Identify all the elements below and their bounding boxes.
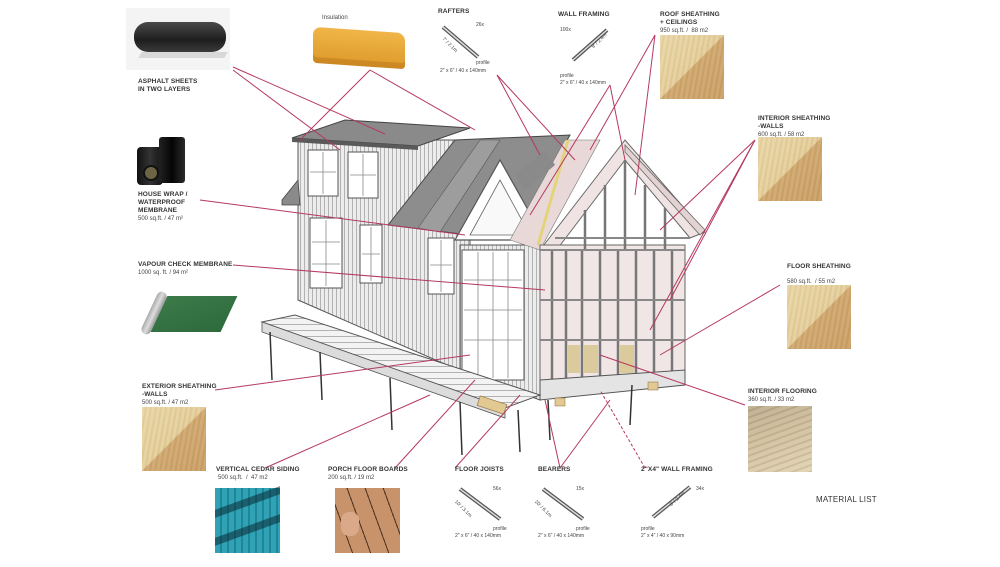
roof-sheathing-qty: 950 sq.ft. / 88 m2 (660, 28, 709, 34)
wall-framing-profile: 2" x 6" / 40 x 140mm (560, 80, 607, 86)
interior-flooring-qty: 360 sq.ft. / 33 m2 (748, 397, 795, 403)
floor-joists-label: FLOOR JOISTS (455, 466, 504, 473)
bearers-label: BEARERS (538, 466, 571, 473)
wall-framing-2x4-profile: 2" x 4" / 40 x 90mm (641, 533, 685, 539)
porch-floor-boards-label: PORCH FLOOR BOARDS (328, 466, 408, 473)
interior-flooring-swatch (748, 406, 812, 472)
vapour-check-qty: 1000 sq. ft. / 94 m² (138, 270, 189, 276)
interior-flooring-label: INTERIOR FLOORING (748, 388, 817, 395)
rafters-profile: 2" x 6" / 40 x 140mm (440, 68, 487, 74)
floor-joists-count: 56x (493, 486, 502, 492)
wall-framing-label: WALL FRAMING (558, 11, 610, 18)
house-wrap-qty: 500 sq.ft. / 47 m² (138, 216, 184, 222)
house-illustration (260, 119, 706, 456)
vertical-cedar-siding-label: VERTICAL CEDAR SIDING (216, 466, 300, 473)
rafters-count: 26x (476, 22, 485, 28)
house-wrap-image (137, 135, 187, 185)
leader-lines (199, 34, 781, 469)
floor-joists-profile: 2" x 6" / 40 x 140mm (455, 533, 502, 539)
cedar-siding-swatch (215, 486, 280, 553)
wall-framing-count: 100x (560, 27, 571, 33)
insulation-batt-image (313, 26, 405, 70)
vapour-check-label: VAPOUR CHECK MEMBRANE (138, 261, 233, 268)
asphalt-roll-image (126, 8, 230, 70)
lumber-icon (441, 25, 480, 59)
wall-framing-2x4-count: 34x (696, 486, 705, 492)
floor-sheathing-qty: 580 sq.ft. / 55 m2 (787, 279, 836, 285)
interior-sheathing-walls-swatch (758, 137, 822, 201)
vapour-membrane-image (139, 290, 238, 340)
lumber-icon (651, 485, 692, 519)
bearers-profile: 2" x 6" / 40 x 140mm (538, 533, 585, 539)
interior-sheathing-walls-label: INTERIOR SHEATHING -WALLS (758, 115, 831, 130)
exterior-sheathing-walls-swatch (142, 407, 206, 471)
wall-framing-profile-label: profile (560, 73, 574, 79)
floor-sheathing-label: FLOOR SHEATHING (787, 263, 851, 270)
lumber-icon (571, 28, 609, 62)
roof-sheathing-swatch (660, 35, 724, 99)
exterior-sheathing-walls-label: EXTERIOR SHEATHING -WALLS (142, 383, 217, 398)
wall-framing-2x4-profile-label: profile (641, 526, 655, 532)
porch-floor-boards-qty: 200 sq.ft. / 19 m2 (328, 475, 375, 481)
rafters-profile-label: profile (476, 60, 490, 66)
asphalt-sheets-label: ASPHALT SHEETS IN TWO LAYERS (138, 78, 198, 93)
house-wrap-label: HOUSE WRAP / WATERPROOF MEMBRANE (138, 191, 188, 214)
bearers-profile-label: profile (576, 526, 590, 532)
rafters-label: RAFTERS (438, 8, 470, 15)
wall-framing-2x4-label: 2"x4" WALL FRAMING (641, 466, 713, 473)
interior-sheathing-walls-qty: 600 sq.ft. / 58 m2 (758, 132, 805, 138)
lumber-icon (458, 487, 502, 521)
roof-sheathing-label: ROOF SHEATHING + CEILINGS (660, 11, 720, 26)
vertical-cedar-siding-qty: 500 sq.ft. / 47 m2 (218, 475, 268, 481)
porch-boards-swatch (335, 488, 400, 553)
floor-sheathing-swatch (787, 285, 851, 349)
material-list-title: MATERIAL LIST (816, 495, 877, 504)
exterior-sheathing-walls-qty: 500 sq.ft. / 47 m2 (142, 400, 189, 406)
insulation-label: Insulation (322, 15, 348, 21)
floor-joists-profile-label: profile (493, 526, 507, 532)
lumber-icon (541, 487, 585, 521)
bearers-count: 15x (576, 486, 585, 492)
